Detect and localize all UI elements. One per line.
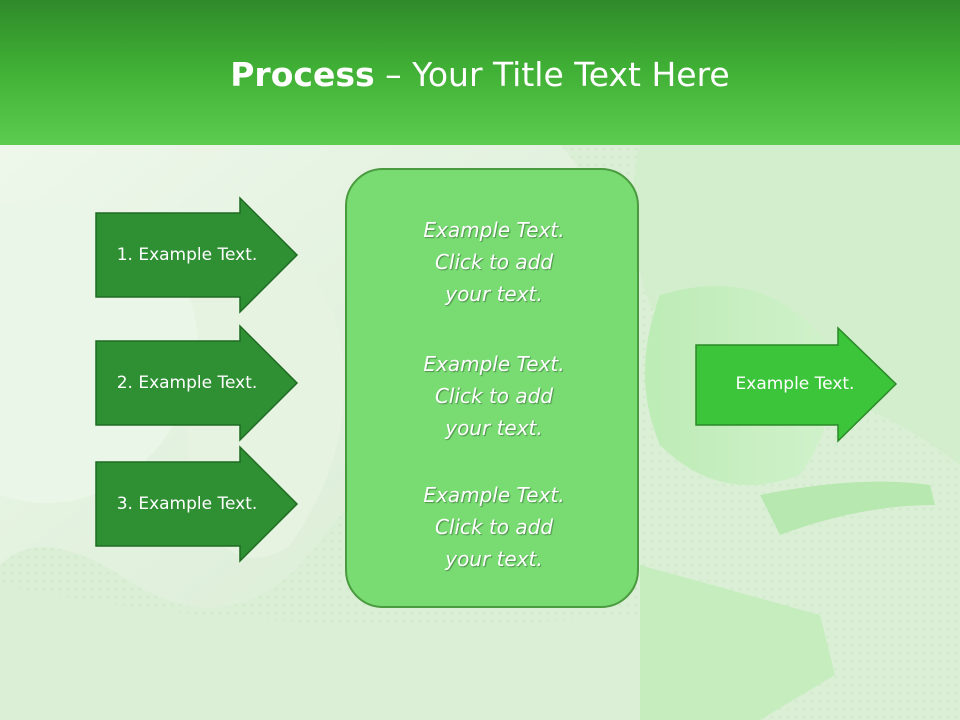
center-block-1-line-1: Example Text.: [423, 218, 565, 242]
step-arrow-3[interactable]: [95, 445, 299, 563]
title-bar: Process – Your Title Text Here: [0, 0, 960, 145]
step-arrow-2-label: 2. Example Text.: [116, 373, 258, 393]
slide-title[interactable]: Process – Your Title Text Here: [0, 52, 960, 98]
result-arrow-label: Example Text.: [735, 374, 855, 394]
center-block-2-line-1: Example Text.: [423, 352, 565, 376]
step-arrow-1-label: 1. Example Text.: [116, 245, 258, 265]
step-arrow-3-label: 3. Example Text.: [116, 494, 258, 514]
center-block-3-line-3: your text.: [445, 547, 543, 571]
center-block-1-line-2: Click to add: [434, 250, 554, 274]
center-block-2-line-2: Click to add: [434, 384, 554, 408]
center-block-3-line-1: Example Text.: [423, 483, 565, 507]
result-arrow[interactable]: [695, 326, 898, 443]
title-bold: Process: [230, 55, 375, 94]
title-rest: – Your Title Text Here: [374, 55, 730, 94]
center-text-box[interactable]: Example Text. Click to add your text. Ex…: [345, 168, 639, 608]
center-block-1: Example Text. Click to add your text.: [347, 214, 641, 310]
step-arrow-2[interactable]: [95, 324, 299, 442]
center-block-3-line-2: Click to add: [434, 515, 554, 539]
center-block-1-line-3: your text.: [445, 282, 543, 306]
center-block-3: Example Text. Click to add your text.: [347, 479, 641, 575]
center-block-2-line-3: your text.: [445, 416, 543, 440]
center-block-2: Example Text. Click to add your text.: [347, 348, 641, 444]
step-arrow-1[interactable]: [95, 196, 299, 314]
